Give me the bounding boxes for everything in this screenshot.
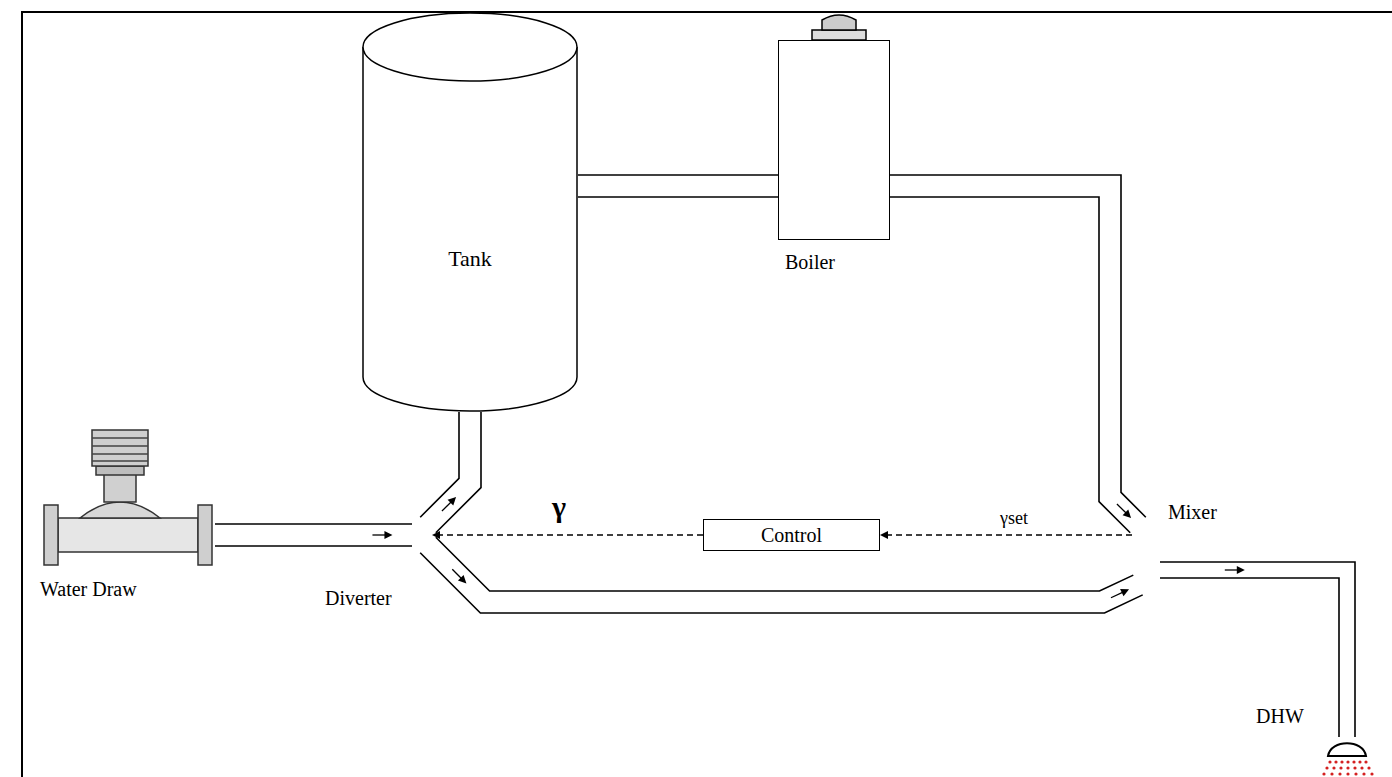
boiler-box: Boiler	[778, 40, 890, 240]
pipe-wall	[1160, 578, 1339, 737]
water-pipe	[578, 175, 778, 197]
pipe-wall	[420, 553, 1142, 613]
signal-line	[432, 531, 703, 539]
arrow-head	[1123, 510, 1131, 518]
pipe-wall	[578, 196, 778, 198]
pipe-wall	[215, 545, 412, 547]
pipe-wall	[578, 174, 778, 176]
pipe-wall	[890, 197, 1130, 533]
pipe-wall	[215, 523, 412, 525]
valve-nut	[96, 466, 144, 475]
tank-outline	[362, 12, 578, 412]
flow-arrow	[372, 534, 386, 535]
valve-flange	[44, 505, 58, 565]
mixer-junction: Mixer	[1132, 525, 1160, 585]
node-label: Boiler	[785, 251, 835, 274]
node-label: Mixer	[1168, 501, 1217, 524]
water-pipe	[420, 412, 481, 533]
water-pipe	[215, 524, 412, 546]
dashed-signal	[438, 534, 703, 536]
flow-arrow	[1117, 504, 1127, 514]
arrow-head	[458, 575, 466, 583]
arrow-head	[880, 531, 888, 539]
valve-stripes	[92, 438, 148, 461]
pipe-wall	[890, 175, 1146, 517]
diverter-junction: Diverter	[412, 525, 432, 545]
tank-cylinder: Tank	[362, 12, 578, 412]
flow-arrow	[1225, 569, 1239, 570]
water-draw-valve: Water Draw	[38, 425, 215, 605]
arrow-head	[1237, 566, 1245, 574]
shower-outlet: DHW	[1322, 737, 1372, 777]
dashed-signal	[886, 534, 1132, 536]
control-box: Control	[703, 519, 880, 551]
node-label: Diverter	[325, 587, 392, 610]
valve-body	[58, 518, 198, 552]
valve-cap	[92, 430, 148, 466]
valve-flange	[198, 505, 212, 565]
valve-bonnet	[104, 474, 136, 502]
node-label: DHW	[1256, 705, 1304, 728]
valve-illustration	[44, 430, 212, 565]
shower-dome	[1328, 743, 1366, 756]
node-label: Control	[761, 524, 822, 547]
arrow-head	[1120, 589, 1129, 596]
signal-label: γ	[552, 490, 566, 525]
tank-top	[363, 13, 577, 81]
valve-bulge	[80, 502, 160, 518]
node-label: Tank	[362, 246, 578, 271]
arrow-head	[432, 531, 440, 539]
water-pipe	[890, 175, 1146, 533]
flow-arrow	[442, 501, 452, 511]
arrow-head	[448, 497, 456, 505]
knob-dome	[822, 15, 856, 30]
water-pipe	[1160, 562, 1355, 737]
water-drops	[1322, 760, 1373, 775]
signal-line	[880, 531, 1132, 539]
arrow-head	[384, 531, 392, 539]
knob-base	[812, 30, 866, 40]
boiler-knob	[812, 15, 866, 40]
shower-head	[1322, 743, 1373, 775]
tank-body	[363, 47, 577, 411]
frame	[22, 12, 1392, 777]
pipe-wall	[1160, 562, 1355, 737]
node-label: Water Draw	[40, 578, 137, 601]
flow-arrow	[1111, 592, 1124, 598]
flow-arrow	[452, 569, 462, 579]
signal-label: γset	[1000, 508, 1028, 529]
pipe-wall	[420, 412, 459, 517]
